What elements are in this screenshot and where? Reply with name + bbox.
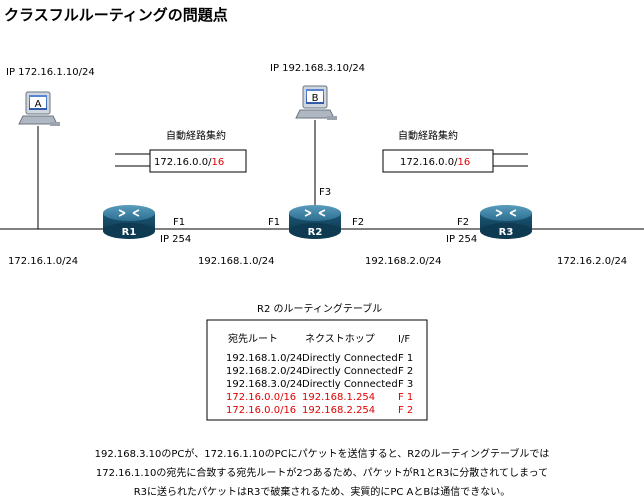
router-r2-if-left: F1 [268,217,280,228]
table-cell-if: F 1 [398,392,413,403]
router-r2-name: R2 [308,227,323,238]
pc-a-ip: IP 172.16.1.10/24 [6,67,95,78]
network-left: 172.16.1.0/24 [8,256,78,267]
router-r2-if-right: F2 [352,217,364,228]
router-r1-ip: IP 254 [160,234,191,245]
table-cell-hop: 192.168.1.254 [302,392,375,403]
table-row: 172.16.0.0/16 192.168.2.254 F 2 [226,405,413,416]
right-summary-route: 172.16.0.0/16 [400,157,470,168]
network-mid-right: 192.168.2.0/24 [365,256,442,267]
table-cell-if: F 2 [398,405,413,416]
router-r1-icon [103,205,155,239]
right-summary-arrow [382,149,528,173]
router-r3-ip: IP 254 [446,234,477,245]
pc-b-icon [295,85,337,120]
description-line-2: 172.16.1.10の宛先に合致する宛先ルートが2つあるため、パケットがR1と… [96,466,548,479]
left-summary-caption: 自動経路集約 [166,129,226,142]
router-r2-if-up: F3 [319,187,331,198]
table-cell-dest: 192.168.3.0/24 [226,379,303,390]
router-r2-icon [289,205,341,239]
network-right: 172.16.2.0/24 [557,256,627,267]
pc-b-ip: IP 192.168.3.10/24 [270,63,365,74]
left-summary-route: 172.16.0.0/16 [154,157,224,168]
router-r3-if: F2 [457,217,469,228]
router-r1-name: R1 [122,227,137,238]
routing-table-title: R2 のルーティングテーブル [257,302,382,315]
network-mid-left: 192.168.1.0/24 [198,256,275,267]
right-summary-caption: 自動経路集約 [398,129,458,142]
table-cell-hop: Directly Connected [302,366,398,377]
table-cell-dest: 192.168.1.0/24 [226,353,303,364]
table-cell-hop: 192.168.2.254 [302,405,375,416]
table-cell-hop: Directly Connected [302,353,398,364]
routing-table-frame [206,319,428,421]
table-cell-if: F 3 [398,379,413,390]
table-cell-dest: 192.168.2.0/24 [226,366,303,377]
pc-a-icon [18,91,60,126]
router-r3-name: R3 [499,227,514,238]
pc-b-label: B [312,93,319,104]
description-line-3: R3に送られたパケットはR3で破棄されるため、実質的にPC AとBは通信できない… [134,485,511,498]
left-summary-arrow [115,149,247,173]
table-cell-dest: 172.16.0.0/16 [226,405,296,416]
table-row: 172.16.0.0/16 192.168.1.254 F 1 [226,392,413,403]
page-title: クラスフルルーティングの問題点 [4,6,228,24]
header-dest: 宛先ルート [228,332,278,345]
routing-table-header: 宛先ルート ネクストホップ I/F [228,332,410,345]
router-r3-icon [480,205,532,239]
table-cell-hop: Directly Connected [302,379,398,390]
table-cell-if: F 2 [398,366,413,377]
router-r1-if: F1 [173,217,185,228]
table-cell-if: F 1 [398,353,413,364]
description-line-1: 192.168.3.10のPCが、172.16.1.10のPCにパケットを送信す… [95,447,550,460]
header-if: I/F [398,334,410,345]
pc-a-label: A [35,99,42,110]
table-cell-dest: 172.16.0.0/16 [226,392,296,403]
header-hop: ネクストホップ [305,333,375,345]
